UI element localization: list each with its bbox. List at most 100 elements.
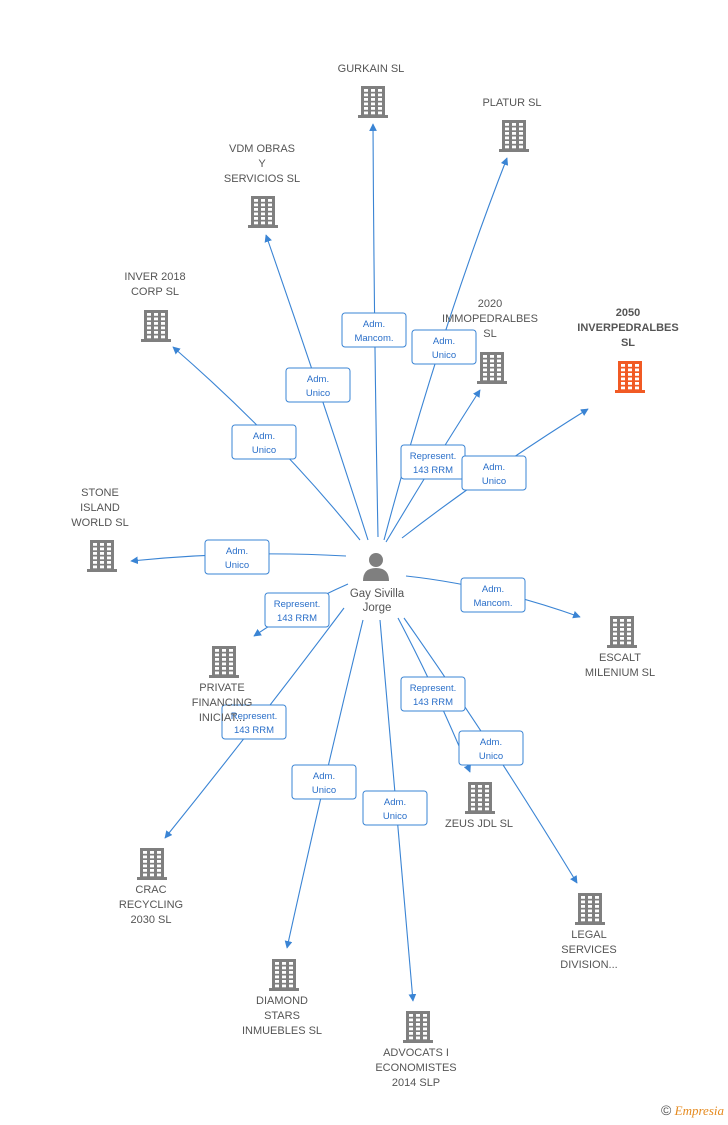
relation-label-line: Adm. [363,319,385,330]
relation-label-advocats[interactable]: Adm. Unico [362,790,428,826]
relation-label-inver2018[interactable]: Adm.Unico [231,424,297,460]
company-label-line: LEGAL [571,929,606,941]
company-label-line: GURKAIN SL [338,63,405,75]
relation-label-zeus[interactable]: Represent.143 RRM [400,676,466,712]
copyright-icon: © [660,1102,672,1118]
company-label-line: 2050 [616,307,640,319]
company-label-line: SL [483,328,496,340]
company-label-line: ADVOCATS I [383,1047,449,1059]
brand-logo: Empresia [674,1103,724,1118]
company-label-line: DIVISION... [560,959,617,971]
relation-label-line: Unico [479,751,503,762]
company-label-line: INVERPEDRALBES [577,322,678,334]
company-node-platur[interactable]: PLATUR SL [482,97,542,152]
relation-label-line: Adm. [226,546,248,557]
person-icon [363,553,389,581]
company-node-stoneisland[interactable]: STONE ISLAND WORLD SL [71,487,129,572]
relation-label-immopedralbes[interactable]: Represent. 143 RRM [400,444,466,480]
company-label-line: FINANCING [192,697,253,709]
building-icon [269,959,299,991]
relation-label-line: Adm. [307,374,329,385]
relation-label-gurkain[interactable]: Adm. Mancom. [341,312,407,348]
relation-label-stoneisland[interactable]: Adm.Unico [204,539,270,575]
company-label-line: 2030 SL [131,914,172,926]
relation-label-line: Adm. [384,797,406,808]
relation-label-line: Unico [383,811,407,822]
relation-label-legal[interactable]: Adm. Unico [458,730,524,766]
relation-label-line: Mancom. [354,333,393,344]
relation-label-crac[interactable]: Represent. 143 RRM [221,704,287,740]
building-icon [141,310,171,342]
company-label-line: ZEUS JDL SL [445,818,513,830]
building-icon [87,540,117,572]
relation-label-private[interactable]: Represent.143 RRM [264,592,330,628]
relation-label-line: Unico [482,476,506,487]
company-label-line: PRIVATE [199,682,244,694]
building-icon [465,782,495,814]
company-label-line: SL [621,337,635,349]
company-label-line: CORP SL [131,286,179,298]
company-label-line: MILENIUM SL [585,667,655,679]
relation-label-vdm[interactable]: Adm. Unico [285,367,351,403]
company-label-line: INICIAT... [199,712,245,724]
watermark: © Empresia [661,1102,724,1119]
relation-label-line: Unico [432,350,456,361]
relation-label-diamond[interactable]: Adm. Unico [291,764,357,800]
building-icon [607,616,637,648]
company-label-line: ECONOMISTES [375,1062,456,1074]
company-node-private[interactable]: PRIVATE FINANCING INICIAT... [192,646,253,724]
company-label-line: STONE [81,487,119,499]
building-icon [575,893,605,925]
company-label-line: SERVICES [561,944,616,956]
company-label-line: SERVICIOS SL [224,173,300,185]
company-label-line: INVER 2018 [124,271,185,283]
company-label-line: DIAMOND [256,995,308,1007]
relation-label-line: Adm. [433,336,455,347]
company-label-line: RECYCLING [119,899,183,911]
building-icon [403,1011,433,1043]
company-label-line: ISLAND [80,502,120,514]
relation-label-line: Represent. [231,711,277,722]
company-label-line: CRAC [135,884,166,896]
company-node-legal[interactable]: LEGAL SERVICES DIVISION... [560,893,618,971]
company-node-gurkain[interactable]: GURKAIN SL [338,63,405,118]
company-label-line: WORLD SL [71,517,128,529]
relation-label-line: Represent. [410,683,456,694]
relation-label-line: Represent. [410,451,456,462]
relation-label-escalt[interactable]: Adm.Mancom. [460,577,526,613]
relation-label-inverpedralbes[interactable]: Adm. Unico [461,455,527,491]
relation-labels-layer: Adm.Mancom.Adm.UnicoAdm.UnicoAdm.UnicoRe… [204,312,527,826]
relation-label-line: Adm. [313,771,335,782]
company-label-line: VDM OBRAS [229,143,295,155]
company-node-zeus[interactable]: ZEUS JDL SL [445,782,513,830]
company-label-line: 2020 [478,298,502,310]
relation-label-line: Adm. [483,462,505,473]
building-icon [137,848,167,880]
relation-label-line: 143 RRM [413,465,453,476]
relation-label-line: Adm. [482,584,504,595]
building-icon [358,86,388,118]
relation-label-line: Adm. [253,431,275,442]
relation-label-line: 143 RRM [234,725,274,736]
relation-label-line: Unico [312,785,336,796]
center-person-name-line: Gay Sivilla [350,588,405,600]
building-icon [499,120,529,152]
edges-layer [130,123,589,1002]
building-icon [248,196,278,228]
relation-label-platur[interactable]: Adm. Unico [411,329,477,365]
company-node-crac[interactable]: CRAC RECYCLING 2030 SL [119,848,183,926]
company-node-advocats[interactable]: ADVOCATS I ECONOMISTES 2014 SLP [375,1011,457,1089]
relation-label-line: Adm. [480,737,502,748]
relation-label-line: Represent. [274,599,320,610]
relation-label-line: Unico [306,388,330,399]
building-icon [209,646,239,678]
company-label-line: 2014 SLP [392,1077,440,1089]
